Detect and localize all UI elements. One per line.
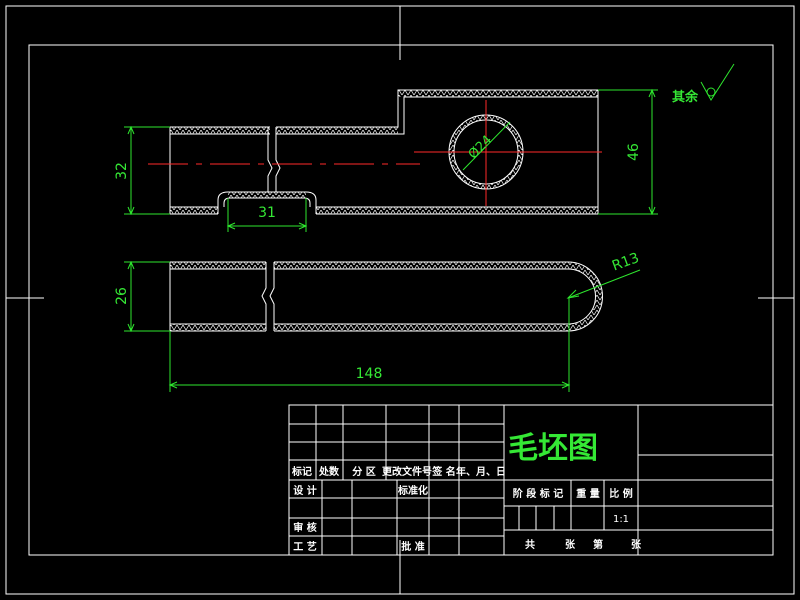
dim-hole-diameter: Ø24 (466, 133, 496, 163)
dim-height-left: 32 (114, 162, 130, 180)
tb-col-signature: 签 名 (431, 465, 455, 478)
dim-height-bottom: 26 (114, 287, 130, 305)
tb-weight: 重 量 (576, 487, 599, 500)
drawing-title: 毛坯图 (508, 431, 598, 466)
tb-row-design: 设 计 (293, 484, 316, 497)
top-view-dimensions: 32 31 46 Ø24 (114, 88, 658, 232)
dim-slot-width: 31 (258, 205, 276, 221)
tb-sheet-unit-2: 张 (631, 538, 642, 551)
tb-row-review: 审 核 (293, 521, 316, 534)
tb-scale-value: 1:1 (613, 514, 629, 525)
bottom-view-dimensions: 26 148 R13 (114, 250, 641, 392)
tb-col-change-doc: 更改文件号 (382, 465, 432, 478)
tb-scale-label: 比 例 (609, 487, 632, 500)
dim-height-right: 46 (626, 143, 642, 161)
surface-finish-symbol: 其余 (672, 63, 735, 105)
tb-col-count: 处数 (318, 465, 340, 478)
tb-col-date: 年、月、日 (456, 465, 506, 478)
tb-sheet-total-label: 共 (525, 538, 535, 551)
tb-sheet-number-label: 第 (593, 538, 603, 551)
tb-row-standard: 标准化 (397, 484, 428, 497)
tb-col-zone: 分 区 (352, 465, 375, 478)
surface-note-text: 其余 (672, 89, 699, 105)
tb-stage-mark: 阶 段 标 记 (513, 487, 563, 500)
tb-sheet-unit-1: 张 (565, 538, 576, 551)
bottom-view (169, 261, 603, 332)
top-view (148, 89, 602, 215)
tb-col-mark: 标记 (291, 465, 312, 478)
title-block: 毛坯图 标记 处数 分 区 更改文件号 签 名 年、月、日 设 计 标准化 审 … (288, 404, 774, 556)
dim-overall-length: 148 (356, 366, 383, 382)
tb-row-approve: 批 准 (401, 540, 424, 553)
tb-row-process: 工 艺 (293, 540, 316, 553)
